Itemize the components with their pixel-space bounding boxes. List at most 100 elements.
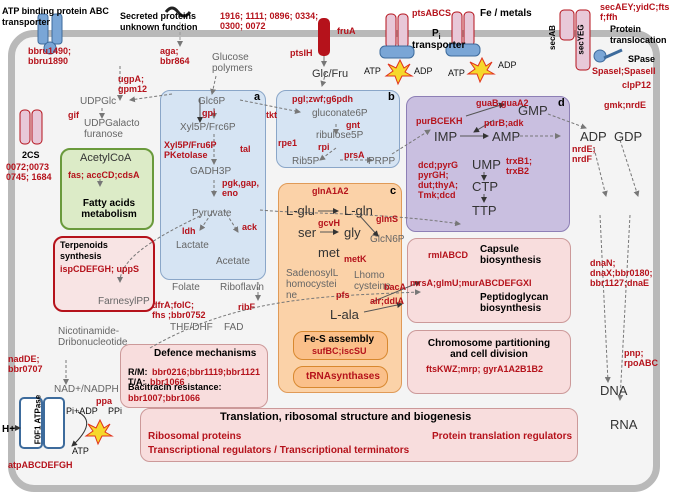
- l-glu: L-glu: [286, 203, 315, 218]
- tal-label: tal: [240, 144, 251, 154]
- secreted-protein-icon: [164, 6, 192, 47]
- trxB-genes: trxB1; trxB2: [506, 156, 533, 176]
- fts-genes: ftsKWZ;mrp; gyrA1A2B1B2: [426, 364, 544, 374]
- abc-transporter-label: ATP binding protein ABC transporter: [2, 6, 109, 27]
- fes-box: [293, 331, 388, 360]
- nad: NAD+/NADPH: [54, 384, 119, 395]
- translation-box: [140, 408, 578, 462]
- fruA-label: fruA: [337, 26, 356, 36]
- bacitracin-genes: bbr1007;bbr1066: [128, 393, 201, 403]
- translation-regulators: Protein translation regulators: [432, 431, 573, 442]
- gpi-label: gpi: [202, 108, 216, 118]
- fes-title: Fe-S assembly: [304, 334, 375, 345]
- atpase-genes: atpABCDEFGH: [8, 460, 73, 470]
- glucose-polymers: Glucose polymers: [212, 52, 253, 74]
- fad: FAD: [224, 322, 244, 333]
- pi-adp-label: Pi+ADP: [66, 406, 98, 416]
- defence-box: [120, 344, 268, 408]
- folate: Folate: [172, 282, 200, 293]
- capsule-peptidoglycan-box: [407, 238, 571, 323]
- f0f1-atpase-label: F0F1 ATPase: [33, 394, 43, 445]
- ugpA-genes: ugpA; gpm12: [118, 74, 148, 94]
- atp-label-2: ATP: [448, 68, 465, 78]
- alr-label: alr;ddlA: [370, 296, 405, 306]
- box-a-glycolysis: [160, 90, 266, 280]
- peptidoglycan-label: Peptidoglycan biosynthesis: [480, 292, 549, 314]
- ack-label: ack: [242, 222, 258, 232]
- udpgalacto: UDPGalacto furanose: [84, 118, 140, 140]
- gcvH-label: gcvH: [318, 218, 341, 228]
- glnA-label: glnA1A2: [312, 186, 349, 196]
- spase-label: SPase: [628, 54, 656, 64]
- farnesylpp: FarnesylPP: [98, 296, 150, 307]
- dna-genes: dnaN; dnaX;bbr0180; bbr1127;dnaE: [590, 258, 653, 288]
- ribosomal-proteins: Ribosomal proteins: [148, 431, 242, 442]
- aga-genes: aga; bbr864: [160, 46, 190, 66]
- pfs-label: pfs: [336, 290, 350, 300]
- gluconate6p: gluconate6P: [312, 108, 368, 119]
- dna-label: DNA: [600, 383, 628, 398]
- capsule-genes: rmlABCD: [428, 250, 469, 260]
- abc-transporter-icon: [37, 13, 63, 55]
- ptsIH-label: ptsIH: [290, 48, 313, 58]
- transcriptional-regulators: Transcriptional regulators / Transcripti…: [148, 445, 410, 456]
- ttp: TTP: [472, 203, 497, 218]
- l-ala: L-ala: [330, 307, 359, 322]
- ldh-label: ldh: [182, 226, 196, 236]
- terpenoids-title: Terpenoids synthesis: [60, 240, 108, 261]
- bacitracin-label: Bacitracin resistance:: [128, 382, 222, 392]
- l-gln: L-gln: [344, 203, 373, 218]
- abc-genes: bbru1490; bbru1890: [28, 46, 72, 66]
- box-d-label: d: [558, 97, 565, 109]
- box-a-label: a: [254, 91, 261, 103]
- secreted-proteins-label: Secreted proteins unknown function: [120, 11, 198, 32]
- xylpk-genes: Xyl5P/Fru6P PKetolase: [164, 140, 217, 160]
- defence-rm: R/M: bbr0216;bbr1119;bbr1121: [128, 367, 261, 377]
- terpenoids-box: [53, 236, 155, 312]
- met: met: [318, 245, 340, 260]
- fatty-acids-label: Fatty acids metabolism: [81, 198, 137, 220]
- pyr-genes: dcd;pyrG pyrGH; dut;thyA; Tmk;dcd: [418, 160, 459, 200]
- ppa-label: ppa: [96, 396, 113, 406]
- glcn6p: GlcN6P: [370, 234, 405, 245]
- ppp-genes: pgl;zwf;g6pdh: [292, 94, 353, 104]
- box-c-label: c: [390, 185, 397, 197]
- two-cs-genes: 0072;0073 0745; 1684: [6, 162, 52, 182]
- atp-label-1: ATP: [364, 66, 381, 76]
- nadE-genes: nadDE; bbr0707: [8, 354, 43, 374]
- rna-label: RNA: [610, 417, 638, 432]
- glmS-label: glmS: [376, 214, 399, 224]
- trna-synthases: tRNAsynthases: [306, 371, 380, 382]
- tkt-label: tkt: [266, 110, 277, 120]
- trna-box: [293, 366, 388, 388]
- ptsABCS-label: ptsABCS: [412, 8, 452, 18]
- chromosome-box: [407, 330, 571, 394]
- two-cs-label: 2CS: [22, 150, 40, 160]
- defence-title: Defence mechanisms: [154, 348, 257, 359]
- purB-label: purB;adk: [484, 118, 524, 128]
- rpi-label: rpi: [318, 142, 330, 152]
- adp: ADP: [580, 129, 607, 144]
- acetylcoa-genes: fas; accCD;cdsA: [68, 170, 140, 180]
- terpenoids-genes: ispCDEFGH; uppS: [60, 264, 139, 274]
- nicotinamide: Nicotinamide- Dribonucleotide: [58, 326, 128, 348]
- fes-genes: sufBC;iscSU: [312, 346, 367, 356]
- ump: UMP: [472, 157, 501, 172]
- metK-label: metK: [344, 254, 367, 264]
- gdp: GDP: [614, 129, 643, 144]
- imp: IMP: [434, 129, 458, 144]
- rib5p: Rib5P: [292, 156, 320, 167]
- pgk-genes: pgk,gap, eno: [222, 178, 260, 198]
- hplus-label: H+: [2, 424, 16, 435]
- pts-transporter-icon: [379, 13, 415, 86]
- ctp: CTP: [472, 179, 498, 194]
- pi-transporter-label: transporter: [412, 40, 466, 51]
- sec-genes: secAEY;yidC;fts f;ffh: [600, 2, 670, 22]
- rpe1-label: rpe1: [278, 138, 298, 148]
- sadenosyl: SadenosylL homocystei ne: [286, 268, 338, 301]
- glc6p: Glc6P: [198, 96, 226, 107]
- udpglc: UDPGlc: [80, 96, 117, 107]
- prpp: PRPP: [368, 156, 396, 167]
- defence-ta: T/A: bbr1066: [128, 377, 185, 387]
- gmp: GMP: [518, 103, 548, 118]
